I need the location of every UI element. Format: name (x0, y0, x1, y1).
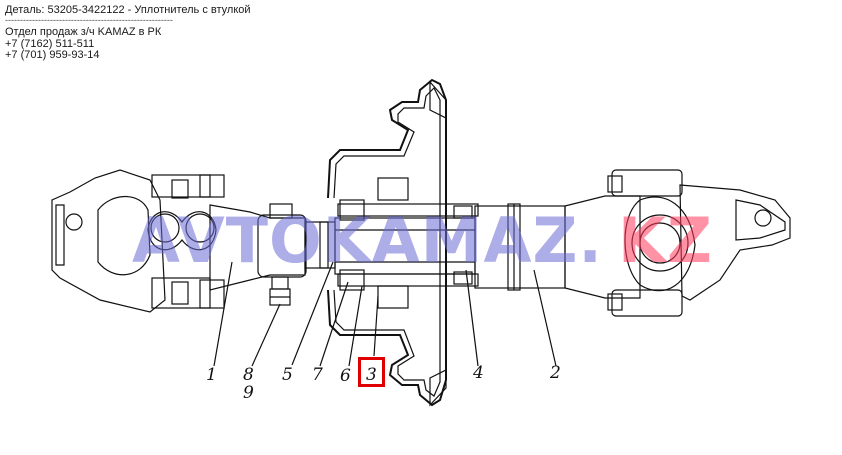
callouts: 1 8 9 5 7 6 3 4 2 (206, 363, 561, 403)
watermark-suffix: KZ (618, 204, 713, 277)
header-separator: ----------------------------------------… (5, 15, 173, 25)
watermark: AVTOKAMAZ. KZ (132, 204, 713, 277)
callout-9: 9 (243, 383, 254, 403)
callout-4: 4 (472, 363, 484, 383)
selected-part-highlight (358, 357, 385, 387)
callout-7: 7 (312, 365, 323, 385)
phone-number-1: +7 (7162) 511-511 (5, 38, 95, 50)
callout-1: 1 (206, 365, 217, 385)
left-cross-spider (147, 174, 225, 309)
grease-nipple (269, 276, 291, 306)
callout-6: 6 (340, 366, 351, 386)
phone-number-2: +7 (701) 959-93-14 (5, 49, 100, 61)
part-title: Деталь: 53205-3422122 - Уплотнитель с вт… (5, 4, 251, 16)
rubber-boot (327, 78, 447, 407)
callout-2: 2 (549, 363, 561, 383)
callout-8: 8 (243, 365, 254, 385)
callout-5: 5 (282, 365, 293, 385)
watermark-main: AVTOKAMAZ. (132, 204, 603, 277)
sales-department: Отдел продаж з/ч KAMAZ в РК (5, 26, 162, 38)
right-universal-joint (607, 169, 791, 317)
callout-3[interactable]: 3 (366, 365, 377, 385)
leader-lines (213, 261, 557, 367)
shaft-tube (474, 195, 641, 299)
